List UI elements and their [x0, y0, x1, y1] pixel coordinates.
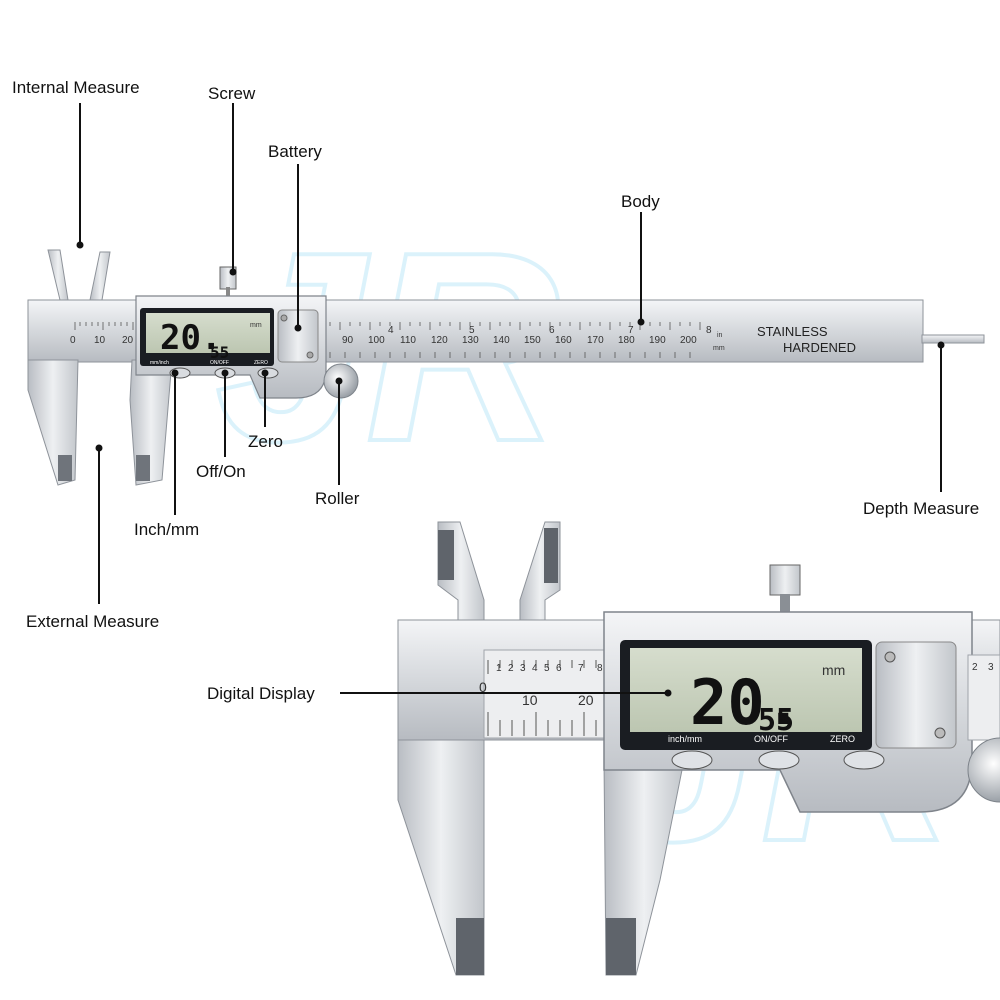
- btn-label-zero: ZERO: [254, 360, 268, 366]
- scale-num-160: 160: [555, 335, 572, 346]
- zoom-inch-mm-button[interactable]: [671, 750, 713, 770]
- scale-num-190: 190: [649, 335, 666, 346]
- zoom-inch-4: 4: [532, 663, 538, 674]
- scale-num-140: 140: [493, 335, 510, 346]
- battery-screw-icon-2: [306, 351, 314, 359]
- zoom-external-jaw-sliding-tip: [606, 918, 636, 975]
- zoom-inch-ticks: 1 2 3 4 5 6 7 8: [496, 663, 603, 674]
- caliper-top: 0 10 20 90 100 110 120 130 140 150 160 1…: [27, 249, 985, 486]
- btn-label-mm-inch: mm/inch: [150, 360, 169, 366]
- scale-num-20: 20: [122, 335, 134, 346]
- zoom-battery-cover[interactable]: [875, 641, 957, 749]
- external-jaw-fixed-tip: [58, 455, 72, 481]
- zoom-inch-5: 5: [544, 663, 550, 674]
- lcd-unit: mm: [250, 322, 262, 329]
- zoom-btn-label-inch-mm: inch/mm: [668, 734, 702, 744]
- zoom-right-tick-2: 2: [972, 662, 978, 673]
- label-depth-measure: Depth Measure: [863, 499, 979, 518]
- screw-stem: [226, 287, 230, 297]
- top-inch-scale: 4 5 6 7 8 in mm: [388, 325, 725, 352]
- btn-label-on-off: ON/OFF: [210, 360, 229, 366]
- label-internal-measure: Internal Measure: [12, 78, 140, 97]
- inch-num-6: 6: [549, 325, 555, 336]
- scale-num-0: 0: [70, 335, 76, 346]
- scale-num-110: 110: [400, 335, 416, 346]
- label-digital-display: Digital Display: [207, 684, 315, 703]
- depth-rod: [921, 334, 985, 344]
- scale-num-180: 180: [618, 335, 635, 346]
- zoom-screw-knob[interactable]: [769, 564, 801, 596]
- internal-jaw-fixed: [47, 249, 69, 301]
- top-mm-scale: 0 10 20 90 100 110 120 130 140 150 160 1…: [70, 335, 697, 346]
- label-roller: Roller: [315, 489, 360, 508]
- zoom-external-jaw-fixed-tip: [456, 918, 484, 975]
- label-screw: Screw: [208, 84, 256, 103]
- external-jaw-sliding-tip: [136, 455, 150, 481]
- zoom-btn-label-zero: ZERO: [830, 734, 855, 744]
- zoom-inch-7: 7: [578, 663, 584, 674]
- body-stamp-stainless: STAINLESS: [757, 324, 828, 339]
- caliper-zoom: 1 2 3 4 5 6 7 8 0 10 20 20. 55 mm inch/m…: [397, 521, 1000, 976]
- battery-screw-icon: [280, 314, 288, 322]
- scale-num-120: 120: [431, 335, 448, 346]
- zoom-mm-0: 0: [479, 679, 487, 695]
- top-callouts: [76, 103, 945, 604]
- lcd-reading-decimal: 55: [210, 343, 229, 362]
- top-scale-ticks: [74, 322, 701, 358]
- zoom-lcd-unit: mm: [822, 662, 845, 678]
- zoom-battery-screw-icon: [884, 651, 896, 663]
- zoom-screw-stem: [780, 594, 790, 612]
- zoom-scale-ticks: [487, 660, 597, 736]
- zoom-off-on-button[interactable]: [758, 750, 800, 770]
- external-jaw-fixed: [27, 359, 79, 486]
- inch-num-8: 8: [706, 325, 712, 336]
- zoom-inch-3: 3: [520, 663, 526, 674]
- zoom-zero-button[interactable]: [843, 750, 885, 770]
- scale-num-170: 170: [587, 335, 604, 346]
- internal-jaw-sliding: [89, 251, 111, 301]
- label-zero: Zero: [248, 432, 283, 451]
- label-battery: Battery: [268, 142, 322, 161]
- zoom-inch-6: 6: [556, 663, 562, 674]
- zoom-internal-jaw-fixed-tip: [438, 530, 454, 580]
- inch-num-7: 7: [628, 325, 634, 336]
- zoom-lcd-reading-decimal: 55: [758, 703, 794, 738]
- zoom-internal-jaw-sliding-tip: [544, 528, 558, 583]
- slider-head: 20. 55 mm mm/inch ON/OFF ZERO: [135, 266, 327, 399]
- scale-num-10: 10: [94, 335, 106, 346]
- scale-num-100: 100: [368, 335, 385, 346]
- zoom-inch-8: 8: [597, 663, 603, 674]
- scale-num-130: 130: [462, 335, 479, 346]
- label-external-measure: External Measure: [26, 612, 159, 631]
- zoom-roller-wheel[interactable]: [967, 737, 1000, 803]
- lcd-reading-main: 20.: [160, 318, 221, 358]
- zoom-battery-screw-icon-2: [934, 727, 946, 739]
- zoom-btn-label-on-off: ON/OFF: [754, 734, 788, 744]
- zoom-scale-strip-right: [967, 654, 1000, 741]
- unit-mm-scale: mm: [713, 345, 725, 352]
- zoom-mm-20: 20: [578, 692, 594, 708]
- body-stamp-hardened: HARDENED: [783, 340, 856, 355]
- zoom-mm-10: 10: [522, 692, 538, 708]
- scale-num-200: 200: [680, 335, 697, 346]
- lcd-screen: [146, 313, 270, 353]
- zoom-inch-2: 2: [508, 663, 514, 674]
- inch-num-4: 4: [388, 325, 394, 336]
- zoom-right-tick-3: 3: [988, 662, 994, 673]
- scale-num-90: 90: [342, 335, 354, 346]
- inch-num-5: 5: [469, 325, 475, 336]
- label-off-on: Off/On: [196, 462, 246, 481]
- label-inch-mm: Inch/mm: [134, 520, 199, 539]
- scale-num-150: 150: [524, 335, 541, 346]
- zoom-lcd-reading-main: 20.: [690, 666, 802, 739]
- digital-display-dot: [664, 689, 672, 697]
- unit-in: in: [717, 332, 723, 339]
- zoom-inch-1: 1: [496, 663, 502, 674]
- label-body: Body: [621, 192, 660, 211]
